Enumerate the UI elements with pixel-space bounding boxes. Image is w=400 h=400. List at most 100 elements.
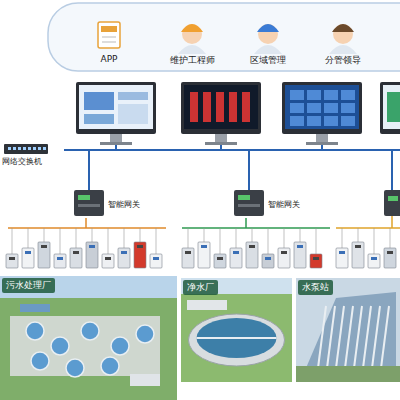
device-icon xyxy=(102,254,114,268)
device-wire xyxy=(236,228,237,248)
device-wire xyxy=(28,228,29,248)
device-icon xyxy=(352,242,364,268)
network-connector xyxy=(64,150,249,190)
device-display xyxy=(121,251,127,254)
device-icon xyxy=(22,248,34,268)
device-wire xyxy=(156,228,157,254)
node-label: 智能网关 xyxy=(108,199,140,210)
device-display xyxy=(201,245,207,248)
device-wire xyxy=(12,228,13,254)
device-icon xyxy=(336,248,348,268)
scene-art xyxy=(0,276,177,400)
device-wire xyxy=(220,228,221,254)
device-display xyxy=(137,245,143,248)
device-display xyxy=(185,251,191,254)
device-display xyxy=(297,245,303,248)
device-row xyxy=(6,228,396,268)
device-icon xyxy=(368,254,380,268)
device-icon xyxy=(54,254,66,268)
device-icon xyxy=(86,242,98,268)
device-wire xyxy=(374,228,375,254)
device-icon xyxy=(182,248,194,268)
device-icon xyxy=(118,248,130,268)
device-wire xyxy=(252,228,253,242)
node-label: 网络交换机 xyxy=(2,156,42,167)
device-icon xyxy=(384,248,396,268)
device-wire xyxy=(140,228,141,242)
device-wire xyxy=(188,228,189,248)
node-label: 区域管理 xyxy=(240,54,296,67)
device-icon xyxy=(6,254,18,268)
device-display xyxy=(105,257,111,260)
device-display xyxy=(89,245,95,248)
device-icon xyxy=(134,242,146,268)
node-label: 水泵站 xyxy=(298,280,333,295)
device-display xyxy=(339,251,345,254)
device-display xyxy=(249,245,255,248)
device-icon xyxy=(70,248,82,268)
device-wire xyxy=(358,228,359,242)
device-wire xyxy=(44,228,45,242)
device-display xyxy=(233,251,239,254)
gateway-node: 智能网关 xyxy=(232,190,324,218)
device-display xyxy=(265,257,271,260)
person-node: 分管领导 xyxy=(314,14,372,68)
device-display xyxy=(41,245,47,248)
node-label: APP xyxy=(88,54,130,64)
device-icon xyxy=(262,254,274,268)
user-band xyxy=(48,3,400,71)
gateway-device xyxy=(384,190,400,216)
device-display xyxy=(313,257,319,260)
network-line xyxy=(64,145,400,190)
device-wire xyxy=(300,228,301,242)
device-icon xyxy=(278,248,290,268)
scene-node: 净水厂 xyxy=(181,278,292,382)
device-wire xyxy=(390,228,391,248)
device-display xyxy=(57,257,63,260)
device-icon xyxy=(246,242,258,268)
device-wire xyxy=(284,228,285,248)
scene-node: 污水处理厂 xyxy=(0,276,177,400)
monitor xyxy=(380,82,400,134)
device-wire xyxy=(60,228,61,254)
device-icon xyxy=(214,254,226,268)
device-wire xyxy=(204,228,205,242)
device-icon xyxy=(230,248,242,268)
device-wire xyxy=(316,228,317,254)
device-wire xyxy=(268,228,269,254)
node-label: 维护工程师 xyxy=(160,54,224,67)
device-display xyxy=(73,251,79,254)
device-wire xyxy=(92,228,93,242)
gateway-node: 智能网关 xyxy=(72,190,164,218)
network-connector xyxy=(64,150,89,190)
device-wire xyxy=(76,228,77,248)
device-display xyxy=(25,251,31,254)
device-display xyxy=(281,251,287,254)
node-label: 净水厂 xyxy=(183,280,218,295)
person-node: 维护工程师 xyxy=(160,14,224,68)
person-node: 区域管理 xyxy=(240,14,296,68)
device-bus xyxy=(8,216,400,228)
node-label: 污水处理厂 xyxy=(2,278,55,293)
app-node: APP xyxy=(88,14,130,68)
device-wire xyxy=(108,228,109,254)
device-wire xyxy=(124,228,125,248)
monitor xyxy=(282,82,362,145)
device-icon xyxy=(38,242,50,268)
device-display xyxy=(355,245,361,248)
device-display xyxy=(371,257,377,260)
device-display xyxy=(153,257,159,260)
device-display xyxy=(387,251,393,254)
device-icon xyxy=(310,254,322,268)
node-label: 智能网关 xyxy=(268,199,300,210)
device-icon xyxy=(294,242,306,268)
device-display xyxy=(9,257,15,260)
device-wire xyxy=(342,228,343,248)
node-label: 分管领导 xyxy=(314,54,372,67)
device-display xyxy=(217,257,223,260)
monitor xyxy=(76,82,156,145)
scene-node: 水泵站 xyxy=(296,278,400,382)
device-icon xyxy=(198,242,210,268)
monitor xyxy=(181,82,261,145)
